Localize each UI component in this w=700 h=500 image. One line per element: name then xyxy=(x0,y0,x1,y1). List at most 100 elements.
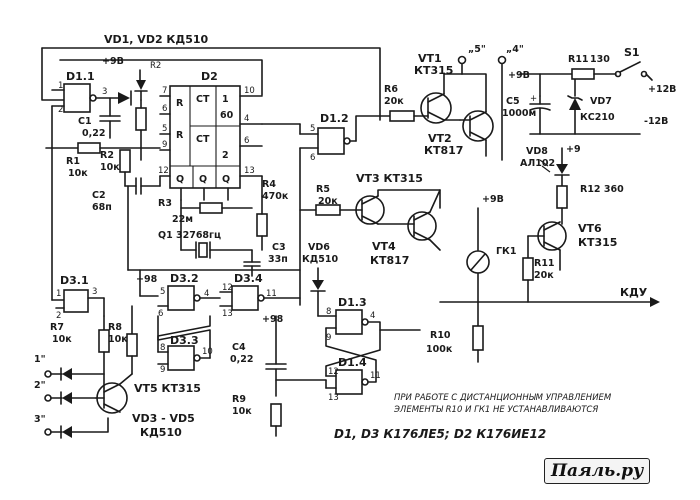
switch-s1 xyxy=(614,61,653,81)
label-socket-3: 3" xyxy=(34,414,46,425)
label-d3-1: D3.1 xyxy=(60,274,89,287)
svg-text:6: 6 xyxy=(162,104,167,114)
transistor-vt2 xyxy=(459,73,494,157)
label-d1-1: D1.1 xyxy=(66,70,95,83)
label-d2-ct1: CT xyxy=(196,94,210,105)
resistor-r4 xyxy=(256,175,268,251)
label-d2-q3: Q xyxy=(222,174,230,185)
svg-text:6: 6 xyxy=(310,153,315,163)
svg-text:13: 13 xyxy=(328,393,339,403)
label-gk1: ГК1 xyxy=(496,246,516,257)
resistor-r3 xyxy=(180,202,253,214)
resistor-r2-top xyxy=(135,107,147,131)
zener-vd7 xyxy=(567,95,583,135)
label-minus12: -12В xyxy=(644,116,668,127)
svg-text:2: 2 xyxy=(56,311,61,321)
label-r9-value: 10к xyxy=(232,406,252,417)
svg-text:10: 10 xyxy=(202,347,213,357)
capacitor-c3 xyxy=(243,249,261,277)
label-c2: C2 xyxy=(92,190,106,201)
label-kdu: КДУ xyxy=(620,286,648,299)
label-vt6-value: КТ315 xyxy=(578,236,617,249)
svg-text:7: 7 xyxy=(162,86,167,96)
label-r5-value: 20к xyxy=(318,196,338,207)
label-q1: Q1 32768гц xyxy=(158,230,221,241)
svg-text:13: 13 xyxy=(244,166,255,176)
label-r1: R1 xyxy=(66,156,80,167)
label-d2-q1: Q xyxy=(176,174,184,185)
note-line-2: ЭЛЕМЕНТЫ R10 И ГК1 НЕ УСТАНАВЛИВАЮТСЯ xyxy=(393,405,598,415)
svg-text:1: 1 xyxy=(56,289,61,299)
svg-text:9: 9 xyxy=(326,333,331,343)
label-d1-4: D1.4 xyxy=(338,356,367,369)
label-r1-value: 10к xyxy=(68,168,88,179)
label-vt1-value: КТ315 xyxy=(414,64,453,77)
transistor-vt3 xyxy=(355,189,441,225)
label-vt4: VT4 xyxy=(372,240,396,253)
label-r2: R2 xyxy=(100,150,114,161)
label-c1: C1 xyxy=(78,116,92,127)
svg-text:4: 4 xyxy=(204,289,209,299)
svg-text:3: 3 xyxy=(102,87,107,97)
label-plus9-gk: +9В xyxy=(482,194,504,205)
diode-vd3 xyxy=(44,367,105,381)
capacitor-c2 xyxy=(124,175,161,195)
capacitor-c5: + xyxy=(529,94,551,135)
label-r3-value: 22м xyxy=(172,214,193,225)
wiring-top-left xyxy=(41,47,381,121)
label-vd3-vd5-value: КД510 xyxy=(140,426,182,439)
footer-chip-list: D1, D3 К176ЛЕ5; D2 К176ИЕ12 xyxy=(334,427,546,441)
label-vd7-value: КС210 xyxy=(580,112,615,123)
socket-5 xyxy=(457,55,467,75)
label-d1-3: D1.3 xyxy=(338,296,367,309)
label-r11b: R11 xyxy=(534,258,555,269)
label-r11b-value: 20к xyxy=(534,270,554,281)
svg-text:12: 12 xyxy=(328,367,339,377)
socket-4 xyxy=(497,55,507,161)
gate-d3-4: 12 13 11 xyxy=(219,283,301,319)
label-r2-top: R2 xyxy=(150,61,161,71)
label-vt2-value: КТ817 xyxy=(424,144,463,157)
label-d3-3: D3.3 xyxy=(170,334,199,347)
gate-d3-2: 5 6 4 xyxy=(157,285,221,319)
resistor-r2 xyxy=(119,149,131,187)
gate-d1-2: 5 6 xyxy=(261,115,381,306)
label-socket-2: 2" xyxy=(34,380,46,391)
transistor-vt4 xyxy=(377,189,441,251)
resistor-r5 xyxy=(299,204,357,216)
svg-text:10: 10 xyxy=(244,86,255,96)
svg-text:3: 3 xyxy=(92,287,97,297)
label-r8-value: 10к xyxy=(108,334,128,345)
label-r4: R4 xyxy=(262,179,276,190)
label-c5: C5 xyxy=(506,96,520,107)
svg-text:6: 6 xyxy=(244,136,249,146)
label-d2-r2: R xyxy=(176,130,184,141)
wiring-mid xyxy=(51,105,301,301)
resistor-r6 xyxy=(379,110,425,122)
label-c1-value: 0,22 xyxy=(82,128,105,139)
svg-text:+: + xyxy=(530,94,537,104)
resistor-r8 xyxy=(126,305,138,375)
note-line-1: ПРИ РАБОТЕ С ДИСТАНЦИОННЫМ УПРАВЛЕНИЕМ xyxy=(394,393,612,403)
gate-d1-3: 8 9 4 xyxy=(317,307,421,343)
svg-text:11: 11 xyxy=(266,289,277,299)
label-vt6: VT6 xyxy=(578,222,602,235)
label-plus9-led: +9 xyxy=(566,144,581,155)
label-vt1: VT1 xyxy=(418,52,442,65)
svg-text:6: 6 xyxy=(158,309,163,319)
resistor-r10 xyxy=(472,301,484,363)
svg-text:5: 5 xyxy=(310,124,315,134)
label-r4-value: 470к xyxy=(262,191,289,202)
label-c3: C3 xyxy=(272,242,286,253)
capacitor-c4 xyxy=(265,315,287,397)
svg-text:5: 5 xyxy=(160,287,165,297)
led-vd8 xyxy=(539,147,570,187)
label-plus9-power: +9В xyxy=(508,70,530,81)
svg-text:13: 13 xyxy=(222,309,233,319)
svg-text:5: 5 xyxy=(162,124,167,134)
label-plus9-top: +9В xyxy=(102,56,124,67)
label-c5-value: 1000м xyxy=(502,108,536,119)
label-c3-value: 33п xyxy=(268,254,288,265)
label-vd8-value: АЛ102 xyxy=(520,158,555,169)
